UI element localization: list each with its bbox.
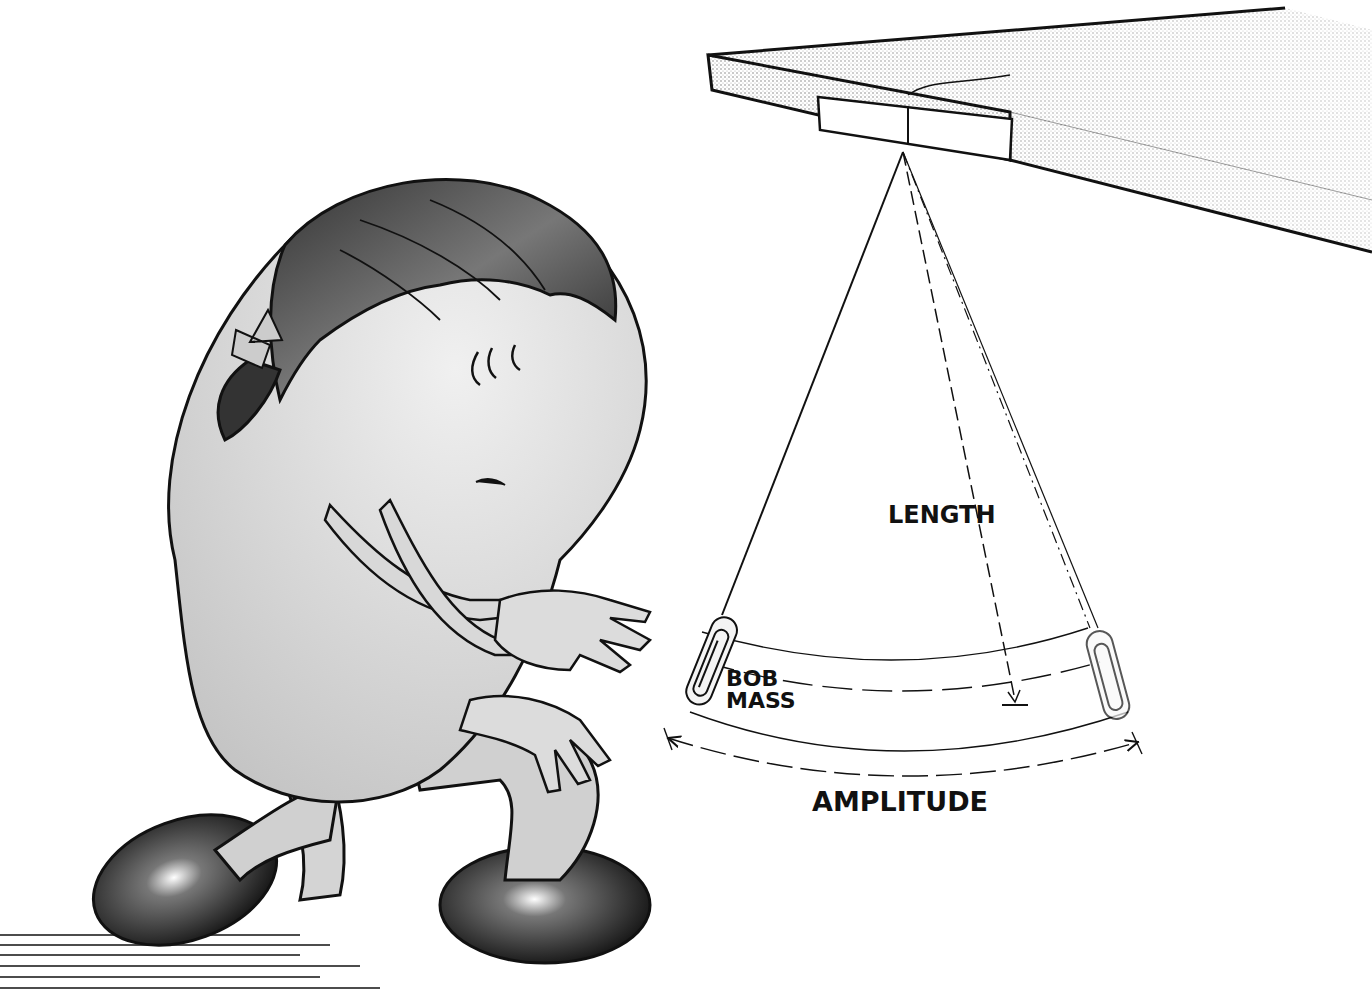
pendulum-strings bbox=[722, 152, 1098, 705]
table bbox=[708, 8, 1372, 252]
swing-path bbox=[664, 628, 1142, 776]
amplitude-label: AMPLITUDE bbox=[812, 788, 1032, 815]
length-label: LENGTH bbox=[888, 503, 1028, 527]
bob-mass-label: BOB MASS bbox=[726, 668, 806, 712]
paper-clip bbox=[682, 613, 1132, 721]
girl-figure bbox=[75, 179, 650, 968]
floor-lines bbox=[0, 935, 380, 988]
